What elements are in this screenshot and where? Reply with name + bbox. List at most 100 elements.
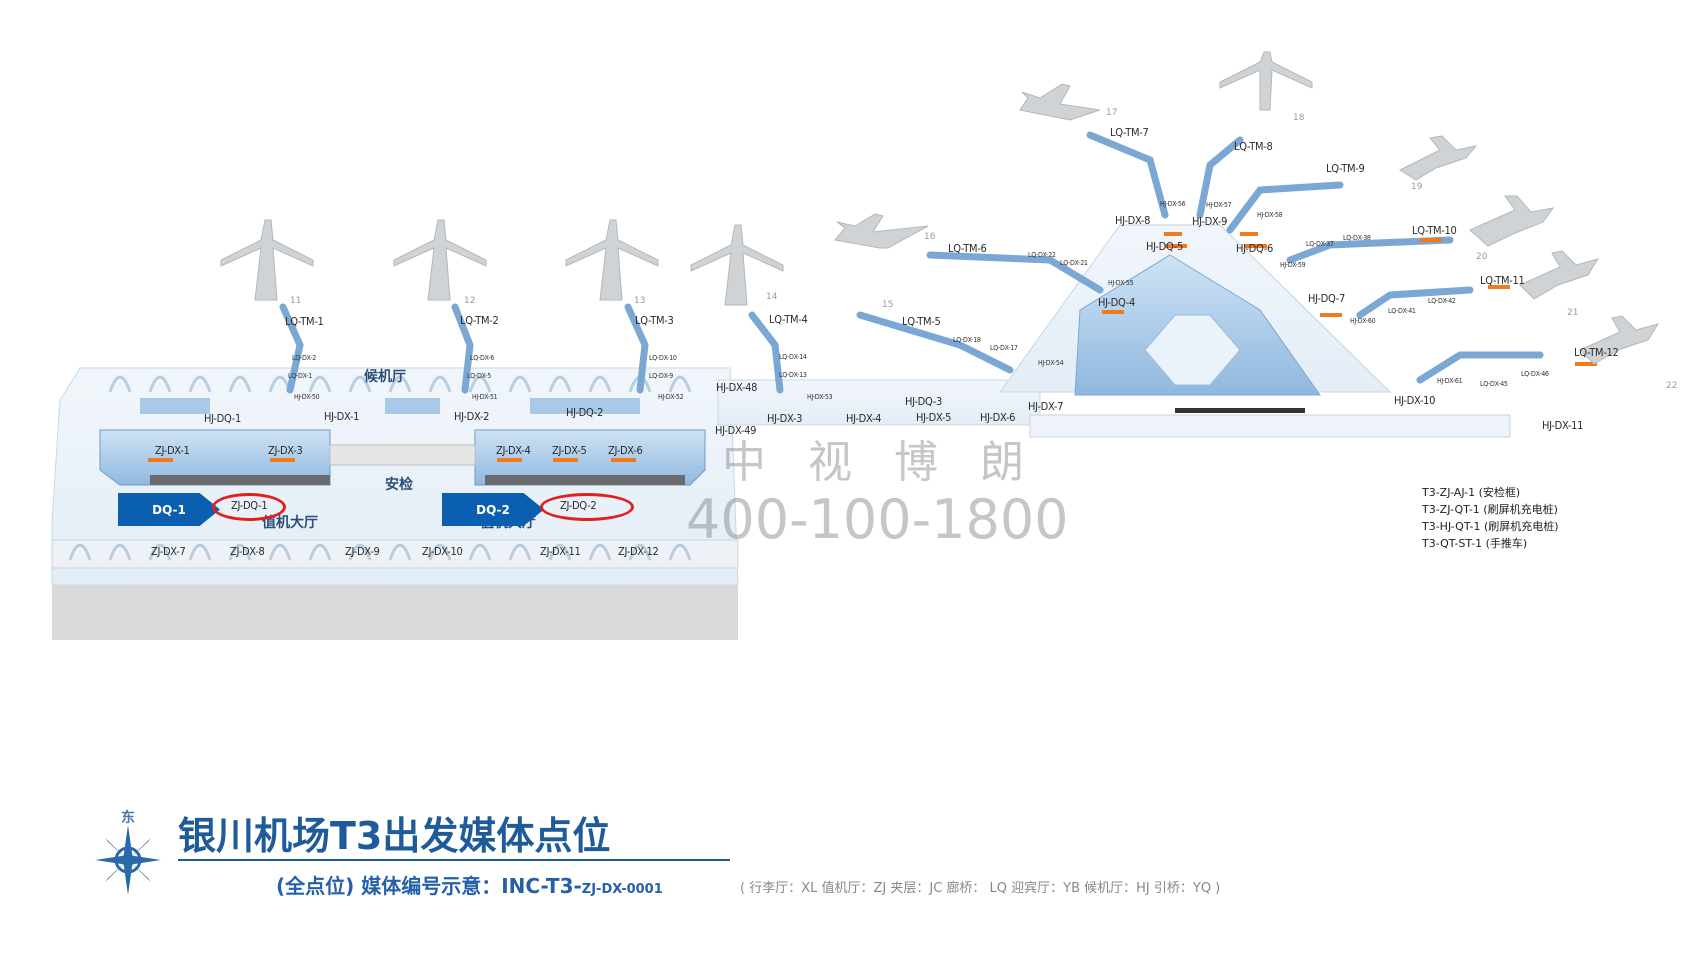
gate-number: 19 xyxy=(1411,182,1423,192)
gate-number: 13 xyxy=(634,296,646,306)
media-label: HJ-DX-2 xyxy=(454,410,490,423)
small-label: LQ-DX-14 xyxy=(779,353,807,361)
media-label: HJ-DQ-4 xyxy=(1098,296,1136,309)
media-label: HJ-DQ-1 xyxy=(204,412,242,425)
media-label: HJ-DX-6 xyxy=(980,411,1016,424)
media-label: LQ-TM-2 xyxy=(460,314,499,327)
legend-item: T3-ZJ-AJ-1 (安检框) xyxy=(1422,486,1521,499)
area-waiting-hall: 候机厅 xyxy=(364,369,406,385)
highlight-ring xyxy=(212,493,286,521)
media-label: LQ-TM-12 xyxy=(1574,346,1619,359)
small-label: LQ-DX-37 xyxy=(1306,240,1334,248)
media-label: HJ-DQ-5 xyxy=(1146,240,1184,253)
media-label: ZJ-DX-9 xyxy=(345,545,380,558)
airplanes xyxy=(220,51,1660,365)
media-label: HJ-DQ-7 xyxy=(1308,292,1346,305)
small-label: HJ-DX-59 xyxy=(1280,261,1306,269)
media-label: HJ-DX-4 xyxy=(846,412,882,425)
small-label: HJ-DX-50 xyxy=(294,393,320,401)
walkway xyxy=(1175,408,1305,413)
small-label: LQ-DX-10 xyxy=(649,354,677,362)
subtitle-text: (全点位) 媒体编号示意：INC-T3- xyxy=(276,874,582,898)
small-label: LQ-DX-22 xyxy=(1028,251,1056,259)
lounges xyxy=(140,398,640,414)
legend-item: T3-ZJ-QT-1 (刷屏机充电桩) xyxy=(1422,503,1558,516)
media-label: LQ-TM-5 xyxy=(902,315,941,328)
gate-number: 21 xyxy=(1567,308,1579,318)
small-label: HJ-DX-61 xyxy=(1437,377,1463,385)
legend-item: T3-HJ-QT-1 (刷屏机充电桩) xyxy=(1422,520,1559,533)
media-label: HJ-DX-10 xyxy=(1394,394,1436,407)
gate-number: 14 xyxy=(766,292,778,302)
media-label: HJ-DX-11 xyxy=(1542,419,1584,432)
ground-slab xyxy=(52,585,738,640)
hex-courtyard xyxy=(1144,314,1241,386)
media-label: HJ-DQ-6 xyxy=(1236,242,1274,255)
media-label: HJ-DX-1 xyxy=(324,410,360,423)
media-label: ZJ-DX-3 xyxy=(268,444,303,457)
small-label: LQ-DX-46 xyxy=(1521,370,1549,378)
gate-number: 11 xyxy=(290,296,302,306)
small-label: HJ-DX-51 xyxy=(472,393,498,401)
legend: T3-ZJ-AJ-1 (安检框) T3-ZJ-QT-1 (刷屏机充电桩) T3-… xyxy=(1422,484,1559,552)
media-label: LQ-TM-9 xyxy=(1326,162,1365,175)
media-label: ZJ-DX-5 xyxy=(552,444,587,457)
media-label: LQ-TM-11 xyxy=(1480,274,1525,287)
media-label: LQ-TM-6 xyxy=(948,242,987,255)
small-label: LQ-DX-13 xyxy=(779,371,807,379)
small-label: HJ-DX-57 xyxy=(1206,201,1232,209)
jet-bridges xyxy=(279,131,1544,394)
circled-label: ZJ-DQ-2 xyxy=(560,499,597,512)
media-label: HJ-DX-49 xyxy=(715,424,757,437)
media-label: ZJ-DX-7 xyxy=(151,545,186,558)
media-label: ZJ-DX-8 xyxy=(230,545,265,558)
media-label: ZJ-DX-12 xyxy=(618,545,659,558)
subtitle: (全点位) 媒体编号示意：INC-T3-ZJ-DX-0001 xyxy=(276,870,663,899)
gate-number: 17 xyxy=(1106,108,1118,118)
gate-number: 20 xyxy=(1476,252,1488,262)
small-label: LQ-DX-1 xyxy=(288,372,312,380)
media-label: LQ-TM-4 xyxy=(769,313,808,326)
dq-tag[interactable]: DQ-2 xyxy=(442,493,544,526)
small-label: HJ-DX-56 xyxy=(1160,200,1186,208)
media-label: HJ-DQ-3 xyxy=(905,395,943,408)
page-title: 银川机场T3出发媒体点位 xyxy=(178,814,611,858)
small-label: LQ-DX-42 xyxy=(1428,297,1456,305)
media-label: HJ-DX-3 xyxy=(767,412,803,425)
media-label: LQ-TM-10 xyxy=(1412,224,1457,237)
media-label: LQ-TM-8 xyxy=(1234,140,1273,153)
gate-number: 16 xyxy=(924,232,936,242)
media-label: ZJ-DX-11 xyxy=(540,545,581,558)
checkin-islands xyxy=(99,429,706,486)
small-label: HJ-DX-60 xyxy=(1350,317,1376,325)
small-label: LQ-DX-41 xyxy=(1388,307,1416,315)
gate-number: 22 xyxy=(1666,381,1678,391)
small-label: LQ-DX-21 xyxy=(1060,259,1088,267)
media-label: HJ-DX-5 xyxy=(916,411,952,424)
east-pier xyxy=(1029,414,1511,438)
media-label: HJ-DX-7 xyxy=(1028,400,1064,413)
media-label: LQ-TM-3 xyxy=(635,314,674,327)
watermark-phone: 400-100-1800 xyxy=(686,488,1069,551)
media-label: LQ-TM-1 xyxy=(285,315,324,328)
highlight-ring xyxy=(540,493,634,521)
small-label: HJ-DX-53 xyxy=(807,393,833,401)
main-hall-floor xyxy=(51,367,739,586)
small-label: LQ-DX-17 xyxy=(990,344,1018,352)
media-markers xyxy=(148,232,1597,462)
small-label: LQ-DX-45 xyxy=(1480,380,1508,388)
small-label: HJ-DX-54 xyxy=(1038,359,1064,367)
dq-tag[interactable]: DQ-1 xyxy=(118,493,220,526)
area-security: 安检 xyxy=(385,477,413,493)
media-label: HJ-DQ-2 xyxy=(566,406,604,419)
gate-number: 12 xyxy=(464,296,476,306)
area-checkin-hall: 值机大厅 xyxy=(262,515,318,531)
small-label: LQ-DX-5 xyxy=(467,372,491,380)
small-label: HJ-DX-52 xyxy=(658,393,684,401)
small-label: LQ-DX-9 xyxy=(649,372,673,380)
small-label: LQ-DX-38 xyxy=(1343,234,1371,242)
media-label: ZJ-DX-10 xyxy=(422,545,463,558)
gate-number: 15 xyxy=(882,300,894,310)
code-legend: ( 行李厅：XL 值机厅：ZJ 夹层：JC 廊桥： LQ 迎宾厅：YB 候机厅：… xyxy=(740,881,1221,896)
media-label: ZJ-DX-4 xyxy=(496,444,531,457)
